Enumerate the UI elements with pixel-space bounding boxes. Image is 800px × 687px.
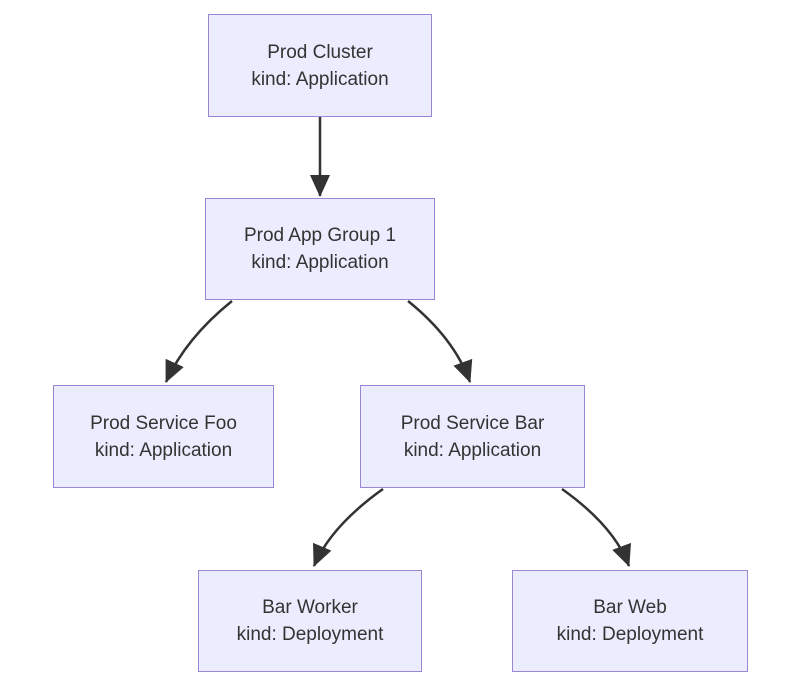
node-bar-web: Bar Web kind: Deployment	[512, 570, 748, 672]
node-title: Bar Worker	[262, 597, 358, 618]
node-title: Prod Service Foo	[90, 412, 237, 434]
edge-prod-app-group-1-to-prod-service-bar	[407, 300, 473, 383]
node-prod-service-bar: Prod Service Bar kind: Application	[360, 385, 585, 488]
node-kind: kind: Application	[403, 439, 542, 461]
node-kind: kind: Application	[251, 68, 389, 90]
node-prod-service-foo: Prod Service Foo kind: Application	[53, 385, 274, 488]
node-kind: kind: Deployment	[236, 624, 384, 645]
node-prod-cluster: Prod Cluster kind: Application	[208, 14, 432, 117]
node-title: Prod App Group 1	[243, 225, 397, 246]
node-kind: kind: Deployment	[556, 624, 704, 645]
edge-prod-service-bar-to-bar-worker	[312, 487, 384, 567]
node-title: Prod Service Bar	[400, 412, 545, 434]
node-prod-app-group-1: Prod App Group 1 kind: Application	[205, 198, 435, 300]
node-title: Prod Cluster	[267, 41, 373, 63]
edge-prod-service-bar-to-bar-web	[561, 487, 631, 567]
node-title: Bar Web	[593, 597, 667, 618]
node-kind: kind: Application	[94, 439, 233, 461]
node-bar-worker: Bar Worker kind: Deployment	[198, 570, 422, 672]
node-kind: kind: Application	[251, 252, 389, 273]
edge-prod-app-group-1-to-prod-service-foo	[164, 300, 233, 383]
